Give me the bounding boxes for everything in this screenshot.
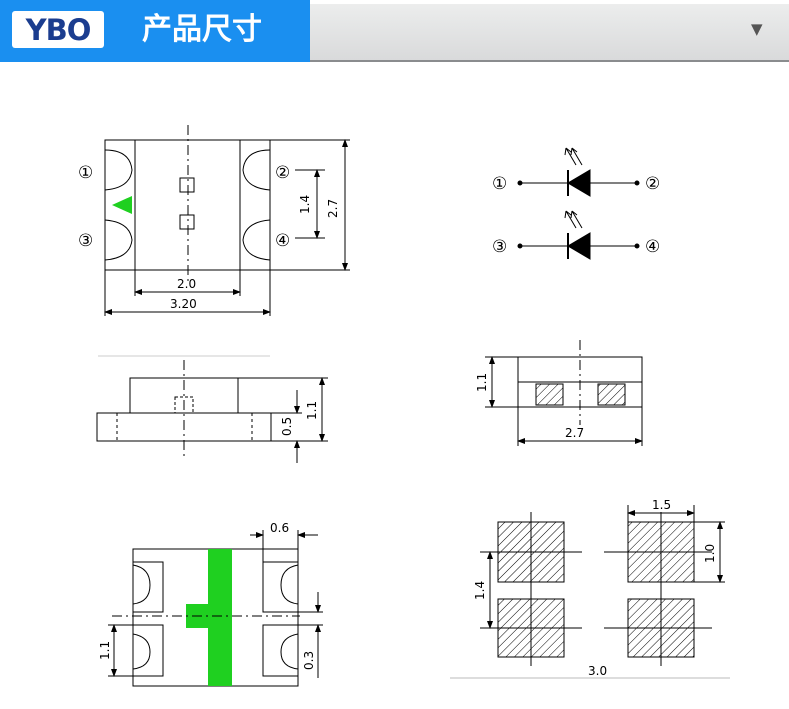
dim-label-bottom-1-1: 1.1 (98, 641, 112, 660)
top-view-left-castellations (104, 149, 133, 261)
bottom-view (108, 530, 323, 687)
dim-label-1-4: 1.4 (298, 195, 312, 214)
diode-1-body (567, 169, 591, 197)
top-view-chip-2 (179, 214, 195, 230)
dim-label-bottom-0-6: 0.6 (270, 521, 289, 535)
front-view (485, 340, 643, 446)
header-bar: YBO 产品尺寸 ▼ (0, 0, 789, 62)
schematic-pin-4: ④ (645, 237, 660, 257)
dim-label-side-1-1: 1.1 (305, 401, 319, 420)
schematic (517, 147, 640, 260)
top-view (104, 125, 350, 316)
brand-logo: YBO (12, 11, 104, 48)
top-view-right-castellations (242, 149, 271, 261)
emission-arrows-2 (564, 210, 583, 229)
top-view-chip-1 (179, 177, 195, 193)
dim-label-front-1-1: 1.1 (475, 373, 489, 392)
dim-label-2-0: 2.0 (177, 277, 196, 291)
top-view-labels: ① ② ③ ④ (78, 163, 290, 251)
diode-2-body (567, 232, 591, 260)
dim-label-3-20: 3.20 (170, 297, 197, 311)
dim-label-pad-3-0: 3.0 (588, 664, 607, 678)
page-title: 产品尺寸 (142, 12, 262, 47)
front-view-pad-left (535, 383, 564, 406)
logo-text: YBO (25, 12, 92, 47)
triangle-down-icon[interactable]: ▼ (751, 20, 763, 38)
dim-label-pad-1-4: 1.4 (473, 581, 487, 600)
front-view-pad-right (597, 383, 626, 406)
dim-label-front-2-7: 2.7 (565, 426, 584, 440)
dim-label-2-7: 2.7 (326, 199, 340, 218)
pin-label-2: ② (275, 163, 290, 183)
schematic-pin-2: ② (645, 174, 660, 194)
bottom-view-green-mark (186, 549, 232, 686)
polarity-mark (112, 196, 132, 214)
pin-label-1: ① (78, 163, 93, 183)
pin-label-3: ③ (78, 231, 93, 251)
emission-arrows-1 (564, 147, 583, 166)
header-extension (310, 4, 789, 62)
dimension-drawing: ① ② ③ ④ 2.7 1.4 2.0 3.20 ① ② ③ ④ (78, 125, 730, 687)
side-view (96, 355, 328, 463)
schematic-pin-1: ① (492, 174, 507, 194)
dim-label-pad-1-0: 1.0 (703, 544, 717, 563)
dim-label-side-0-5: 0.5 (280, 417, 294, 436)
schematic-pin-3: ③ (492, 237, 507, 257)
header-title-panel: YBO 产品尺寸 (0, 0, 310, 62)
pin-label-4: ④ (275, 231, 290, 251)
dim-label-pad-1-5: 1.5 (652, 498, 671, 512)
pad-layout (450, 505, 730, 679)
dim-label-bottom-0-3: 0.3 (302, 651, 316, 670)
